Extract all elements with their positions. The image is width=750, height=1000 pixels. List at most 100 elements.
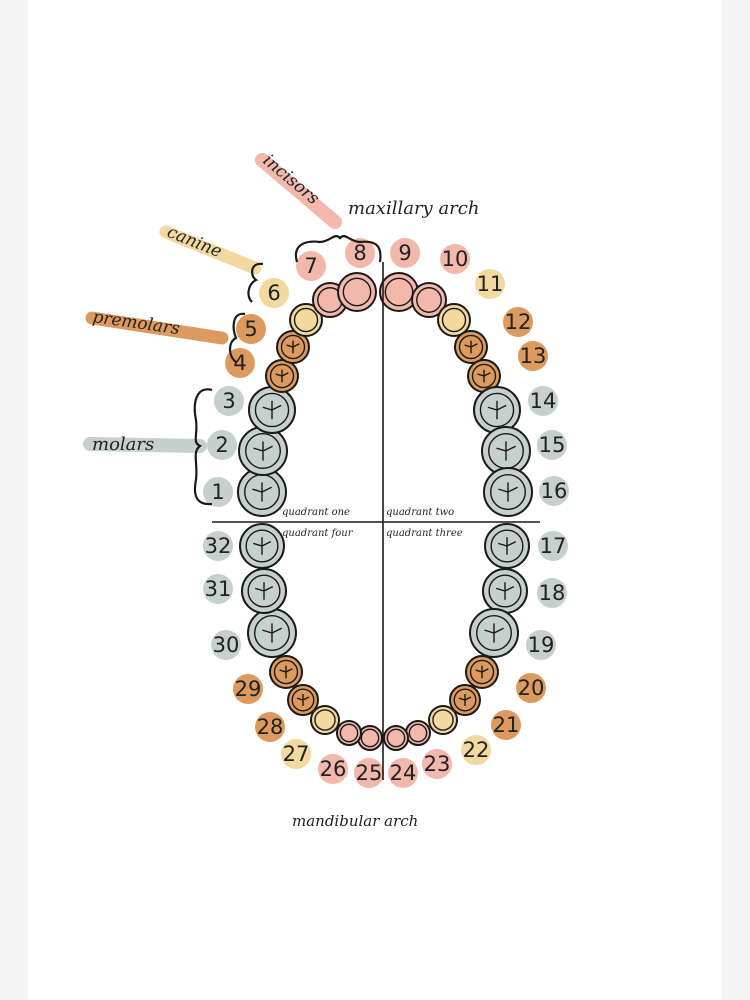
tooth-number-badge [461, 735, 491, 765]
tooth-number-badge [537, 430, 567, 460]
chart-card [28, 0, 722, 1000]
tooth-10 [411, 282, 447, 318]
tooth-number-1: 1 [203, 477, 233, 507]
tooth-number-23: 23 [422, 749, 452, 779]
molars-bracket [193, 388, 213, 506]
tooth-number-badge [259, 278, 289, 308]
tooth-number-badge [422, 749, 452, 779]
tooth-25 [357, 725, 383, 751]
tooth-number-27: 27 [281, 739, 311, 769]
tooth-17 [484, 523, 530, 569]
tooth-number-29: 29 [233, 674, 263, 704]
tooth-18 [482, 568, 528, 614]
tooth-number-badge [503, 307, 533, 337]
tooth-number-text: 5 [244, 317, 257, 341]
tooth-number-text: 19 [528, 633, 555, 657]
tooth-number-badge [236, 314, 266, 344]
premolars-label: premolars [91, 307, 181, 339]
tooth-number-text: 9 [398, 241, 411, 265]
tooth-number-text: 29 [235, 677, 262, 701]
tooth-number-6: 6 [259, 278, 289, 308]
tooth-number-text: 27 [283, 742, 310, 766]
tooth-number-11: 11 [475, 269, 505, 299]
tooth-5 [276, 330, 310, 364]
tooth-8 [337, 272, 377, 312]
tooth-number-badge [214, 386, 244, 416]
incisors-label: incisors [259, 151, 324, 210]
tooth-number-badge [528, 386, 558, 416]
tooth-number-2: 2 [207, 430, 237, 460]
tooth-number-badge [281, 739, 311, 769]
tooth-number-text: 6 [267, 281, 280, 305]
tooth-31 [241, 568, 287, 614]
tooth-number-text: 4 [233, 351, 246, 375]
tooth-22 [428, 705, 458, 735]
tooth-number-text: 10 [442, 247, 469, 271]
molars-label: molars [92, 434, 154, 455]
tooth-number-text: 20 [518, 676, 545, 700]
tooth-23 [405, 720, 431, 746]
tooth-29 [269, 655, 303, 689]
tooth-32 [239, 523, 285, 569]
tooth-number-text: 2 [215, 433, 228, 457]
maxillary-arch-label: maxillary arch [348, 198, 479, 219]
tooth-number-badge [539, 476, 569, 506]
tooth-11 [437, 303, 471, 337]
tooth-number-text: 13 [520, 344, 547, 368]
tooth-27 [310, 705, 340, 735]
tooth-number-28: 28 [255, 712, 285, 742]
tooth-number-badge [318, 754, 348, 784]
tooth-number-13: 13 [518, 341, 548, 371]
tooth-24 [383, 725, 409, 751]
tooth-number-16: 16 [539, 476, 569, 506]
tooth-26 [336, 720, 362, 746]
tooth-number-badge [203, 574, 233, 604]
quadrant-four-label: quadrant four [282, 528, 354, 539]
tooth-number-badge [475, 269, 505, 299]
tooth-number-badge [388, 758, 418, 788]
quadrant-one-label: quadrant one [282, 507, 350, 518]
tooth-number-text: 14 [530, 389, 557, 413]
tooth-number-25: 25 [354, 758, 384, 788]
tooth-number-text: 15 [539, 433, 566, 457]
tooth-number-badge [233, 674, 263, 704]
tooth-number-badge [518, 341, 548, 371]
tooth-number-text: 24 [390, 761, 417, 785]
tooth-20 [465, 655, 499, 689]
tooth-number-3: 3 [214, 386, 244, 416]
tooth-number-31: 31 [203, 574, 233, 604]
tooth-number-22: 22 [461, 735, 491, 765]
tooth-12 [454, 330, 488, 364]
tooth-number-8: 8 [345, 238, 375, 268]
tooth-number-text: 26 [320, 757, 347, 781]
tooth-28 [287, 684, 319, 716]
tooth-number-badge [537, 578, 567, 608]
tooth-number-10: 10 [440, 244, 470, 274]
tooth-13 [467, 359, 501, 393]
molars-highlight [83, 437, 207, 453]
tooth-number-badge [538, 531, 568, 561]
tooth-number-26: 26 [318, 754, 348, 784]
canine-highlight [159, 225, 262, 275]
tooth-number-9: 9 [390, 238, 420, 268]
tooth-number-text: 30 [213, 633, 240, 657]
tooth-number-7: 7 [296, 251, 326, 281]
tooth-number-17: 17 [538, 531, 568, 561]
tooth-number-21: 21 [491, 710, 521, 740]
tooth-number-badge [526, 630, 556, 660]
tooth-number-text: 8 [353, 241, 366, 265]
tooth-number-text: 12 [505, 310, 532, 334]
tooth-number-text: 31 [205, 577, 232, 601]
tooth-number-badge [207, 430, 237, 460]
premolars-highlight [85, 311, 229, 345]
canine-label: canine [164, 222, 224, 262]
tooth-14 [473, 386, 521, 434]
tooth-number-text: 18 [539, 581, 566, 605]
tooth-16 [483, 467, 533, 517]
tooth-number-text: 17 [540, 534, 567, 558]
tooth-number-badge [296, 251, 326, 281]
tooth-number-badge [345, 238, 375, 268]
tooth-number-badge [390, 238, 420, 268]
tooth-4 [265, 359, 299, 393]
